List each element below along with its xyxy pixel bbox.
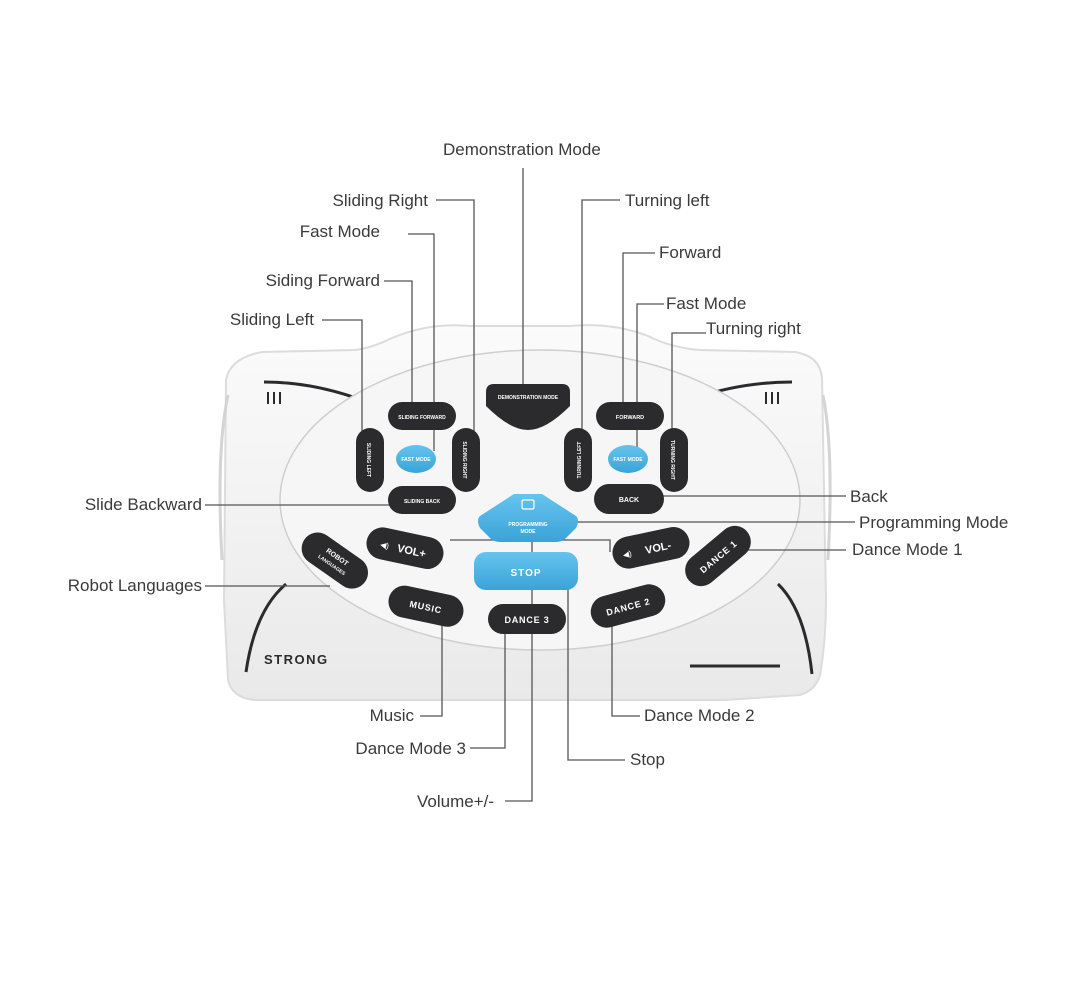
sliding-left-button[interactable]: SLIDING LEFT [356,428,384,492]
callout-dance-mode-3: Dance Mode 3 [355,739,466,758]
sliding-back-button[interactable]: SLIDING BACK [388,486,456,514]
forward-button[interactable]: FORWARD [596,402,664,430]
demonstration-mode-label: DEMONSTRATION MODE [498,395,559,401]
callout-demonstration-mode: Demonstration Mode [443,140,601,159]
callout-dance-mode-1: Dance Mode 1 [852,540,963,559]
volume-down-label: VOL- [644,540,673,557]
callout-sliding-left: Sliding Left [229,310,314,329]
back-label: BACK [619,497,639,504]
speaker-left-icon: ◀) [379,540,390,551]
programming-mode-button[interactable]: PROGRAMMING MODE [478,494,578,542]
sliding-left-label: SLIDING LEFT [365,443,371,477]
sliding-back-label: SLIDING BACK [404,499,441,505]
callout-siding-forward: Siding Forward [265,271,380,290]
sliding-right-label: SLIDING RIGHT [461,441,467,478]
turning-left-button[interactable]: TURNING LEFT [564,428,592,492]
callout-turning-left: Turning left [625,191,710,210]
right-grip [821,394,832,561]
speaker-right-icon: ◀) [622,549,633,560]
fast-mode-left-label: FAST MODE [401,457,431,463]
right-foot-stroke [776,582,814,675]
callout-fast-mode-right: Fast Mode [666,294,747,313]
sliding-forward-button[interactable]: SLIDING FORWARD [388,402,456,430]
volume-down-button[interactable]: ◀) VOL- [610,524,693,572]
volume-up-label: VOL+ [396,543,427,561]
programming-label-1: PROGRAMMING [508,522,547,528]
back-button[interactable]: BACK [594,484,664,514]
sliding-right-button[interactable]: SLIDING RIGHT [452,428,480,492]
stop-button[interactable]: STOP [474,552,578,590]
turning-right-label: TURNING RIGHT [669,440,675,480]
callout-back: Back [850,487,888,506]
callout-music: Music [369,706,414,725]
forward-label: FORWARD [616,415,644,421]
callout-stop: Stop [630,750,665,769]
left-grip [218,394,230,561]
left-vent-icon [267,392,281,404]
turning-left-label: TURNING LEFT [577,442,583,479]
callout-forward: Forward [659,243,722,262]
fast-mode-left-button[interactable]: FAST MODE [396,445,436,473]
left-foot-stroke [244,582,287,673]
fast-mode-right-button[interactable]: FAST MODE [608,445,648,473]
dance-3-label: DANCE 3 [504,615,549,625]
volume-up-button[interactable]: ◀) VOL+ [364,524,447,572]
callout-sliding-right: Sliding Right [332,191,428,210]
music-button[interactable]: MUSIC [385,583,466,630]
fast-mode-right-label: FAST MODE [613,457,643,463]
callout-fast-mode-left: Fast Mode [299,222,380,241]
demonstration-mode-button[interactable]: DEMONSTRATION MODE [486,384,570,430]
brand-logo: STRONG [264,652,329,667]
callout-slide-backward: Slide Backward [84,495,202,514]
programming-icon [521,499,535,510]
callout-robot-languages: Robot Languages [67,576,202,595]
right-vent-icon [765,392,779,404]
stop-label: STOP [510,568,541,579]
turning-right-button[interactable]: TURNING RIGHT [660,428,688,492]
dance-3-button[interactable]: DANCE 3 [488,604,566,634]
dance-2-button[interactable]: DANCE 2 [587,581,669,632]
callout-dance-mode-2: Dance Mode 2 [644,706,755,725]
programming-label-2: MODE [521,529,537,535]
callout-turning-right: Turning right [706,319,801,338]
callout-volume: Volume+/- [416,792,494,811]
robot-languages-button[interactable]: ROBOT LANGUAGES [295,526,374,595]
left-ear-stroke [263,380,357,400]
callout-programming-mode: Programming Mode [859,513,1009,532]
sliding-forward-label: SLIDING FORWARD [398,415,446,421]
